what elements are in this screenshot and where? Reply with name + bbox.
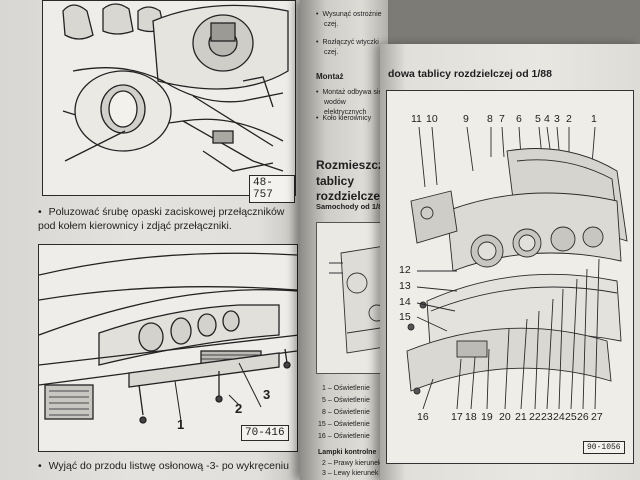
montaz-line-3: Koło kierownicy: [316, 114, 371, 124]
part-number-3: 3: [554, 113, 560, 125]
callout-1: 1: [177, 417, 185, 432]
part-number-27: 27: [591, 411, 603, 423]
part-number-7: 7: [499, 113, 505, 125]
part-number-26: 26: [577, 411, 589, 423]
steering-column-drawing: [62, 3, 289, 172]
instruction-loosen-clamp: Poluzować śrubę opaski zaciskowej przełą…: [38, 205, 300, 233]
right-page-title: dowa tablicy rozdzielczej od 1/88: [388, 68, 552, 80]
middle-line-4: czej.: [324, 49, 339, 56]
callout-2: 2: [235, 401, 243, 416]
part-number-25: 25: [565, 411, 577, 423]
middle-line-2: czej.: [324, 21, 339, 28]
part-number-19: 19: [481, 411, 493, 423]
part-number-11: 11: [411, 113, 422, 125]
middle-subheading: Samochody od 1/88: [316, 202, 387, 211]
middle-heading-1: Rozmieszczenie: [316, 158, 388, 172]
part-number-9: 9: [463, 113, 469, 125]
middle-line-1: Wysunąć ostrożnie: [316, 10, 381, 20]
legend-5: 16 – Oświetlenie: [318, 433, 370, 440]
figure-dashboard-trim: 1 2 3 70-416: [38, 244, 300, 452]
instruction-remove-trim: Wyjąć do przodu listwę osłonową -3- po w…: [38, 459, 308, 473]
exploded-view-figure: 11 10 9 8 7 6 5 4 3 2 1 12 13 14 15 16 1…: [386, 90, 634, 464]
part-number-22: 22: [529, 411, 541, 423]
part-number-8: 8: [487, 113, 493, 125]
montaz-line-2: wodów elektrycznych: [324, 99, 367, 116]
legend-1: 1 – Oświetlenie: [322, 385, 370, 392]
lampki-item-2: 3 – Lewy kierunek: [322, 470, 379, 477]
part-number-14: 14: [399, 296, 411, 308]
middle-figure-drawing: [329, 245, 388, 354]
instruction-1-text: Poluzować śrubę opaski zaciskowej przełą…: [38, 206, 285, 232]
middle-heading-2: tablicy rozdzielczej: [316, 174, 384, 203]
middle-page: Wysunąć ostrożnie czej. Rozłączyć wtyczk…: [300, 0, 388, 480]
part-number-24: 24: [553, 411, 565, 423]
figure-steering-column: 48-757: [42, 0, 296, 203]
figure-code-top: 48-757: [249, 175, 295, 203]
part-number-1: 1: [591, 113, 597, 125]
part-number-23: 23: [541, 411, 553, 423]
part-number-16: 16: [417, 411, 429, 423]
figure-code-right: 90-1056: [583, 441, 625, 454]
part-number-17: 17: [451, 411, 463, 423]
exploded-view-drawing: [406, 126, 628, 410]
middle-figure: [316, 222, 388, 374]
part-number-13: 13: [399, 280, 411, 292]
part-number-4: 4: [544, 113, 550, 125]
callout-3: 3: [263, 387, 271, 402]
lampki-item-1: 2 – Prawy kierunek: [322, 460, 382, 467]
left-page: 48-757 Poluzować śrubę opaski zaciskowej…: [0, 0, 322, 480]
legend-2: 5 – Oświetlenie: [322, 397, 370, 404]
dashboard-drawing: [38, 252, 300, 424]
right-page: dowa tablicy rozdzielczej od 1/88: [380, 44, 640, 480]
part-number-18: 18: [465, 411, 477, 423]
part-number-2: 2: [566, 113, 572, 125]
legend-4: 15 – Oświetlenie: [318, 421, 370, 428]
montaz-line-1: Montaż odbywa się: [316, 88, 382, 98]
figure-code-bottom: 70-416: [241, 425, 289, 441]
part-number-21: 21: [515, 411, 527, 423]
legend-3: 8 – Oświetlenie: [322, 409, 370, 416]
lampki-heading: Lampki kontrolne: [318, 449, 377, 456]
middle-line-3: Rozłączyć wtyczki: [316, 38, 378, 48]
instruction-2-text: Wyjąć do przodu listwę osłonową -3- po w…: [48, 460, 289, 472]
part-number-6: 6: [516, 113, 522, 125]
part-number-10: 10: [426, 113, 438, 125]
section-montaz: Montaż: [316, 72, 344, 81]
part-number-20: 20: [499, 411, 511, 423]
part-number-12: 12: [399, 264, 411, 276]
part-number-15: 15: [399, 311, 411, 323]
part-number-5: 5: [535, 113, 541, 125]
